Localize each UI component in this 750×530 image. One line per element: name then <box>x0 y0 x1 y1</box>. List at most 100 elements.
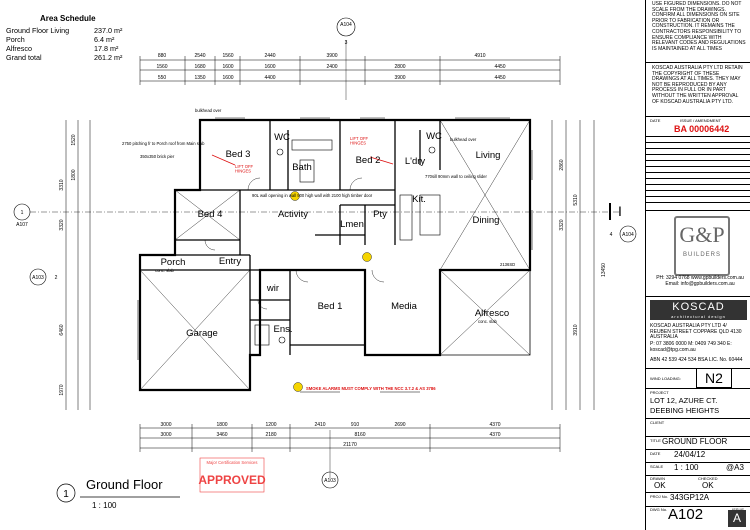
dim-bottom: 4370 <box>489 432 500 438</box>
conc-slab-note: conc. slab <box>478 319 498 324</box>
koscad-logo-text: KOSCAD <box>672 301 725 313</box>
dim-bottom: 3000 <box>160 432 171 438</box>
room-bath: Bath <box>292 162 312 173</box>
area-label: Porch <box>6 35 25 44</box>
dim-bottom: 2690 <box>394 422 405 428</box>
checked-by: OK <box>702 481 714 490</box>
room-bed4: Bed 4 <box>198 209 223 220</box>
activity-wall-note: 90L wall opening in wall 900 high wall w… <box>252 193 373 198</box>
disclaimer-text: USE FIGURED DIMENSIONS. DO NOT SCALE FRO… <box>652 1 746 52</box>
area-label: Grand total <box>6 53 42 62</box>
dim-top: 1600 <box>222 64 233 70</box>
area-label: Ground Floor Living <box>6 26 70 35</box>
area-value: 237.0 m² <box>94 26 123 35</box>
room-bed2: Bed 2 <box>356 155 381 166</box>
pitching-note: 2750 pitching fr to Porch roof from Main… <box>122 141 205 146</box>
koscad-logo-sub: architectural design <box>671 314 726 319</box>
koscad-abn: ABN 42 539 424 534 BSA LIC. No. 60444 <box>650 357 743 363</box>
dim-bottom: 3460 <box>216 432 227 438</box>
dim-bottom: 4370 <box>489 422 500 428</box>
gp-contact: PH: 3294 0768 www.gpbuilders.com.au Emai… <box>656 275 744 287</box>
dim-bottom: 8160 <box>354 432 365 438</box>
room-wc1: WC <box>274 132 290 143</box>
dim-left: 1800 <box>71 169 77 180</box>
a104-top-num: 3 <box>345 40 348 46</box>
dim-right: 2860 <box>559 159 565 170</box>
room-activity: Activity <box>278 209 308 220</box>
a103-left-num: 2 <box>55 275 58 281</box>
dim-top: 4910 <box>474 53 485 59</box>
dim-top: 1350 <box>194 75 205 81</box>
dim-top: 2400 <box>326 64 337 70</box>
drawing-scale: 1 : 100 <box>674 463 699 472</box>
koscad-phone: P: 07 3806 0000 M: 0409 749 340 E: kosca… <box>650 341 732 353</box>
a103-bottom-marker[interactable]: A103 <box>324 478 336 484</box>
a107-marker[interactable]: A107 <box>16 222 28 228</box>
client-label: CLIENT <box>650 420 665 425</box>
dim-right: 3320 <box>559 219 565 230</box>
area-value: 6.4 m² <box>94 35 115 44</box>
paper-size: @A3 <box>726 463 744 472</box>
drawn-by: OK <box>654 481 666 490</box>
area-value: 261.2 m² <box>94 53 123 62</box>
dim-bottom: 1800 <box>216 422 227 428</box>
dim-bottom: 2410 <box>314 422 325 428</box>
room-garage: Garage <box>186 328 218 339</box>
ba-number: BA 00006442 <box>674 124 730 134</box>
approved-stamp: APPROVED <box>198 473 266 487</box>
drawing-date: 24/04/12 <box>674 450 706 459</box>
view-title: Ground Floor <box>86 477 163 492</box>
a104-top-marker[interactable]: A104 <box>340 22 352 28</box>
dim-bottom: 2180 <box>265 432 276 438</box>
wind-value: N2 <box>696 368 732 388</box>
wind-label: WIND LOADING: <box>650 376 681 381</box>
proj-no-label: PROJ No. <box>650 494 669 499</box>
dim-top: 880 <box>158 53 167 59</box>
project-name: LOT 12, AZURE CT. DEEBING HEIGHTS <box>650 396 720 415</box>
scale-label: SCALE <box>650 464 664 469</box>
room-lmen: Lmen <box>340 219 364 230</box>
room-dining: Dining <box>473 215 500 226</box>
checked-label: CHECKED <box>698 476 718 481</box>
gp-logo-text: G&P <box>679 222 725 247</box>
gp-logo-sub: BUILDERS <box>682 252 721 258</box>
dim-top: 1560 <box>222 53 233 59</box>
title-label: TITLE <box>650 438 661 443</box>
dim-top: 550 <box>158 75 167 81</box>
area-row: Grand total 261.2 m² <box>6 53 136 62</box>
area-value: 17.8 m² <box>94 44 119 53</box>
dim-top: 4450 <box>494 75 505 81</box>
brick-pier-note: 350x350 brick pier <box>140 154 175 159</box>
dim-top: 2540 <box>194 53 205 59</box>
bulkhead-note: bulkhead over <box>195 108 222 113</box>
project-label: PROJECT <box>650 390 669 395</box>
dwg-number: A102 <box>668 506 704 523</box>
room-alfresco: Alfresco <box>475 308 509 319</box>
room-bed3: Bed 3 <box>226 149 251 160</box>
room-ldry: L'dry <box>405 156 426 167</box>
dim-top: 2440 <box>264 53 275 59</box>
a104-right-marker[interactable]: A104 <box>622 232 634 238</box>
issue-value: A <box>728 510 746 527</box>
dim-right: 3910 <box>573 324 579 335</box>
section-marker: I <box>618 203 622 219</box>
dim-left: 6460 <box>59 324 65 335</box>
koscad-address: KOSCAD AUSTRALIA PTY LTD 4/ REUBEN STREE… <box>650 323 742 341</box>
dim-right: 5310 <box>573 194 579 205</box>
floor-plan: A104 3 1 A107 A103 2 A104 4 A103 I Bed 3… <box>13 17 637 510</box>
room-ens: Ens. <box>273 324 292 335</box>
dim-left: 1970 <box>59 384 65 395</box>
drawn-label: DRAWN <box>650 476 665 481</box>
dim-bottom-total: 21170 <box>343 442 357 448</box>
smoke-alarm-note: SMOKE ALARMS MUST COMPLY WITH THE NCC 3.… <box>306 386 436 391</box>
gp-builders-logo: G&P BUILDERS <box>674 216 730 276</box>
room-kit: Kit. <box>412 194 426 205</box>
room-living: Living <box>476 150 501 161</box>
bulkhead-note: bulkhead over <box>450 137 477 142</box>
a103-left-marker[interactable]: A103 <box>32 275 44 281</box>
dim-top: 1600 <box>222 75 233 81</box>
dim-top: 1680 <box>194 64 205 70</box>
